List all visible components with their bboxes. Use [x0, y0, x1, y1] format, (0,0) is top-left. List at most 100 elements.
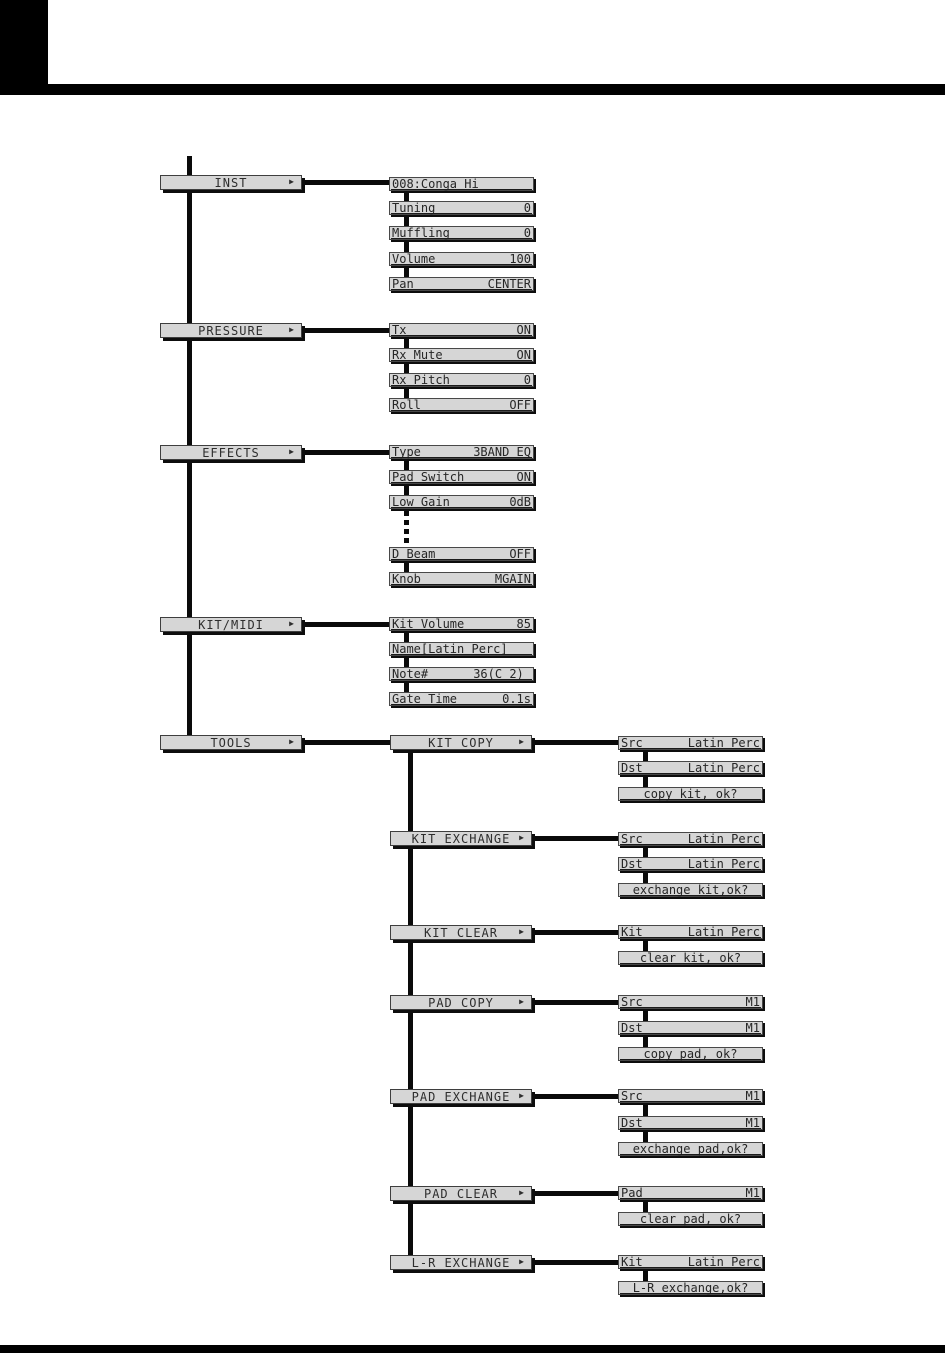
- connector-line: [300, 450, 389, 455]
- param-gate-time: Gate Time 0.1s: [389, 692, 534, 706]
- param-value: Latin Perc: [687, 1255, 760, 1269]
- param-label: Rx Pitch: [392, 373, 450, 387]
- param-pan: Pan CENTER: [389, 277, 534, 291]
- param-value: OFF: [509, 398, 531, 412]
- param-value: ON: [516, 348, 531, 362]
- param-label: Gate Time: [392, 692, 458, 706]
- submenu-arrow-icon: ▶: [289, 619, 294, 628]
- param-inst-number: 008:Conga Hi: [389, 177, 534, 191]
- submenu-kit-clear: KIT CLEAR ▶: [390, 925, 532, 940]
- param-d-beam: D Beam OFF: [389, 547, 534, 561]
- menu-label: L-R EXCHANGE: [411, 1255, 511, 1270]
- confirm-text: L-R exchange,ok?: [632, 1281, 749, 1295]
- connector-line: [404, 623, 409, 698]
- param-label: Rx Mute: [392, 348, 443, 362]
- connector-line: [300, 740, 390, 745]
- param-value: Latin Perc: [687, 857, 760, 871]
- param-padexchange-dst: Dst M1: [618, 1116, 763, 1130]
- confirm-exchange-kit: exchange kit,ok?: [618, 883, 763, 897]
- param-label: Low Gain: [392, 495, 450, 509]
- param-kitexchange-dst: Dst Latin Perc: [618, 857, 763, 871]
- submenu-pad-exchange: PAD EXCHANGE ▶: [390, 1089, 532, 1104]
- param-value: CENTER: [487, 277, 531, 291]
- submenu-kit-exchange: KIT EXCHANGE ▶: [390, 831, 532, 846]
- confirm-text: exchange kit,ok?: [632, 883, 749, 897]
- submenu-arrow-icon: ▶: [289, 447, 294, 456]
- confirm-copy-pad: copy pad, ok?: [618, 1047, 763, 1061]
- param-tx: Tx ON: [389, 323, 534, 337]
- menu-effects: EFFECTS ▶: [160, 445, 302, 460]
- confirm-text: clear kit, ok?: [639, 951, 742, 965]
- param-note-number: Note# 36(C 2): [389, 667, 534, 681]
- submenu-kit-copy: KIT COPY ▶: [390, 735, 532, 750]
- page-corner-marker: [0, 0, 48, 84]
- submenu-arrow-icon: ▶: [519, 833, 524, 842]
- param-low-gain: Low Gain 0dB: [389, 495, 534, 509]
- param-value: 100: [509, 252, 531, 266]
- param-value: Latin Perc: [687, 925, 760, 939]
- param-label: Kit Volume: [392, 617, 465, 631]
- submenu-lr-exchange: L-R EXCHANGE ▶: [390, 1255, 532, 1270]
- param-kit-name: Name[Latin Perc]: [389, 642, 534, 656]
- param-label: Muffling: [392, 226, 450, 240]
- param-lrexchange-kit: Kit Latin Perc: [618, 1255, 763, 1269]
- confirm-copy-kit: copy kit, ok?: [618, 787, 763, 801]
- connector-line: [532, 836, 618, 841]
- menu-label: TOOLS: [210, 735, 252, 750]
- param-value: 3BAND EQ: [473, 445, 531, 459]
- param-rx-mute: Rx Mute ON: [389, 348, 534, 362]
- submenu-pad-clear: PAD CLEAR ▶: [390, 1186, 532, 1201]
- param-knob: Knob MGAIN: [389, 572, 534, 586]
- submenu-pad-copy: PAD COPY ▶: [390, 995, 532, 1010]
- param-roll: Roll OFF: [389, 398, 534, 412]
- param-label: Tx: [392, 323, 407, 337]
- menu-label: KIT COPY: [428, 735, 494, 750]
- param-value: 0: [523, 201, 531, 215]
- param-label: Dst: [621, 761, 643, 775]
- submenu-arrow-icon: ▶: [519, 997, 524, 1006]
- menu-label: PAD EXCHANGE: [411, 1089, 511, 1104]
- param-label: D Beam: [392, 547, 436, 561]
- param-value: Latin Perc: [687, 761, 760, 775]
- top-rule: [0, 84, 945, 95]
- submenu-arrow-icon: ▶: [289, 177, 294, 186]
- param-value: M1: [745, 1186, 760, 1200]
- param-label: Pad: [621, 1186, 643, 1200]
- confirm-clear-kit: clear kit, ok?: [618, 951, 763, 965]
- param-value: 0: [523, 226, 531, 240]
- confirm-exchange-pad: exchange pad,ok?: [618, 1142, 763, 1156]
- param-label: Name[Latin Perc]: [392, 642, 508, 656]
- confirm-text: clear pad, ok?: [639, 1212, 742, 1226]
- param-value: M1: [745, 1116, 760, 1130]
- connector-line: [300, 180, 389, 185]
- connector-line: [300, 328, 389, 333]
- param-label: Type: [392, 445, 421, 459]
- submenu-arrow-icon: ▶: [519, 1257, 524, 1266]
- param-kitexchange-src: Src Latin Perc: [618, 832, 763, 846]
- param-padclear-pad: Pad M1: [618, 1186, 763, 1200]
- menu-label: KIT CLEAR: [423, 925, 499, 940]
- connector-line: [643, 1192, 648, 1218]
- param-value: MGAIN: [494, 572, 531, 586]
- confirm-text: copy kit, ok?: [643, 787, 738, 801]
- connector-line: [643, 931, 648, 957]
- param-label: Volume: [392, 252, 436, 266]
- confirm-lr-exchange: L-R exchange,ok?: [618, 1281, 763, 1295]
- menu-label: KIT EXCHANGE: [411, 831, 511, 846]
- param-value: ON: [516, 323, 531, 337]
- confirm-text: exchange pad,ok?: [632, 1142, 749, 1156]
- param-value: ON: [516, 470, 531, 484]
- bottom-rule: [0, 1345, 945, 1353]
- param-effect-type: Type 3BAND EQ: [389, 445, 534, 459]
- confirm-text: copy pad, ok?: [643, 1047, 738, 1061]
- param-value: 85: [516, 617, 531, 631]
- param-value: OFF: [509, 547, 531, 561]
- param-kitcopy-dst: Dst Latin Perc: [618, 761, 763, 775]
- submenu-arrow-icon: ▶: [519, 1091, 524, 1100]
- menu-label: KIT/MIDI: [198, 617, 264, 632]
- menu-tools: TOOLS ▶: [160, 735, 302, 750]
- param-rx-pitch: Rx Pitch 0: [389, 373, 534, 387]
- connector-line: [643, 1261, 648, 1287]
- connector-line: [300, 622, 389, 627]
